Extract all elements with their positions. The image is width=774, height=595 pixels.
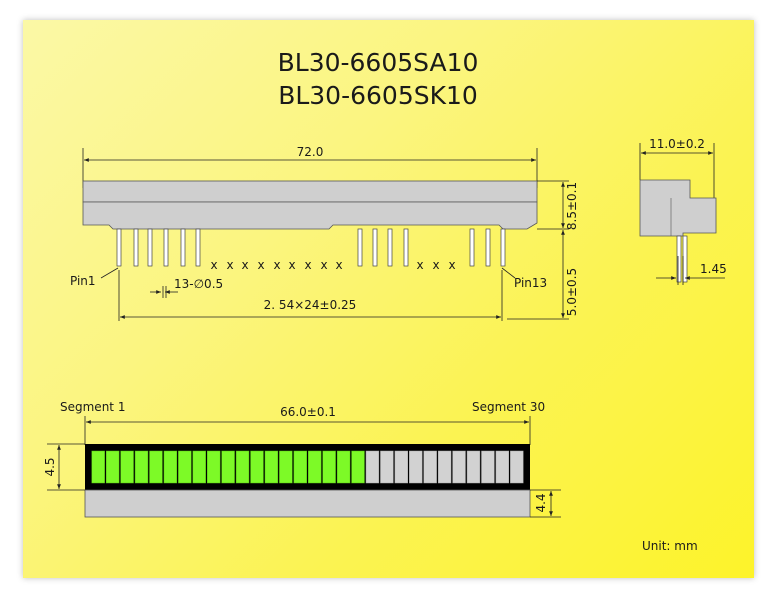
omitted-pin-mark: x: [257, 258, 264, 272]
side-pin-1: [676, 235, 682, 283]
title-line-1: BL30-6605SA10: [278, 48, 479, 77]
pin1-leader: [100, 267, 119, 279]
segment-26: [452, 450, 466, 484]
display-height-label: 4.5: [43, 457, 57, 476]
pin-11: [469, 228, 475, 267]
segment-21: [380, 450, 394, 484]
width-label: 66.0±0.1: [280, 405, 336, 419]
pin-3: [147, 228, 153, 267]
segment-27: [466, 450, 481, 484]
pin-diameter-label: 13-∅0.5: [174, 277, 223, 291]
front-view: Segment 1 Segment 30 66.0±0.1 4.5 4.4: [43, 400, 561, 518]
omitted-pin-mark: x: [432, 258, 439, 272]
omitted-pin-mark: x: [335, 258, 342, 272]
segment-3: [120, 450, 134, 484]
pin-1: [116, 228, 122, 267]
segment-23: [409, 450, 423, 484]
omitted-pin-mark: x: [226, 258, 233, 272]
omitted-pin-mark: x: [304, 258, 311, 272]
omitted-pin-mark: x: [288, 258, 295, 272]
title-line-2: BL30-6605SK10: [278, 81, 478, 110]
segment-6: [163, 450, 178, 484]
omitted-pin-mark: x: [448, 258, 455, 272]
offset-label: 1.45: [700, 262, 727, 276]
pin-length-label: 5.0±0.5: [565, 268, 579, 316]
height-label: 8.5±0.1: [565, 182, 579, 230]
pin1-label: Pin1: [70, 274, 96, 288]
segment-last-label: Segment 30: [472, 400, 545, 414]
unit-label: Unit: mm: [642, 539, 698, 553]
segment-11: [235, 450, 250, 484]
segment-7: [178, 450, 192, 484]
segment-4: [134, 450, 149, 484]
segment-20: [365, 450, 380, 484]
segment-5: [149, 450, 163, 484]
pin-13: [500, 228, 506, 267]
display-base: [84, 489, 531, 518]
segment-28: [481, 450, 495, 484]
omitted-pin-mark: x: [416, 258, 423, 272]
segment-17: [322, 450, 336, 484]
side-view: 11.0±0.2 1.45: [639, 137, 727, 285]
segment-15: [293, 450, 307, 484]
segment-first-label: Segment 1: [60, 400, 125, 414]
segment-29: [495, 450, 510, 484]
segment-18: [336, 450, 351, 484]
segment-1: [91, 450, 105, 484]
pitch-label: 2. 54×24±0.25: [264, 298, 357, 312]
segment-12: [250, 450, 264, 484]
segment-13: [264, 450, 279, 484]
side-body: [639, 179, 717, 237]
omitted-pin-mark: x: [273, 258, 280, 272]
body-top: [82, 180, 538, 203]
omitted-pin-mark: x: [320, 258, 327, 272]
pin-6: [195, 228, 201, 267]
segment-25: [437, 450, 452, 484]
omitted-pin-mark: x: [210, 258, 217, 272]
pin-7: [357, 228, 363, 267]
segment-16: [308, 450, 322, 484]
omitted-pin-mark: x: [241, 258, 248, 272]
body-bottom: [82, 201, 538, 230]
pin-12: [485, 228, 491, 267]
pin-2: [133, 228, 139, 267]
segment-22: [394, 450, 408, 484]
length-label: 72.0: [297, 145, 324, 159]
pin13-leader: [501, 267, 516, 279]
segment-8: [192, 450, 206, 484]
segment-14: [279, 450, 293, 484]
pin-8: [372, 228, 378, 267]
segment-bar: [91, 450, 524, 484]
pin-group: [116, 228, 506, 267]
pin13-label: Pin13: [514, 276, 547, 290]
segment-19: [351, 450, 365, 484]
side-width-label: 11.0±0.2: [649, 137, 705, 151]
segment-24: [423, 450, 437, 484]
pin-4: [163, 228, 169, 267]
side-pin-2: [682, 235, 688, 283]
base-height-label: 4.4: [534, 493, 548, 512]
pin-5: [180, 228, 186, 267]
segment-10: [221, 450, 235, 484]
segment-2: [105, 450, 120, 484]
pin-9: [387, 228, 393, 267]
pin-10: [403, 228, 409, 267]
segment-30: [510, 450, 524, 484]
segment-9: [207, 450, 221, 484]
